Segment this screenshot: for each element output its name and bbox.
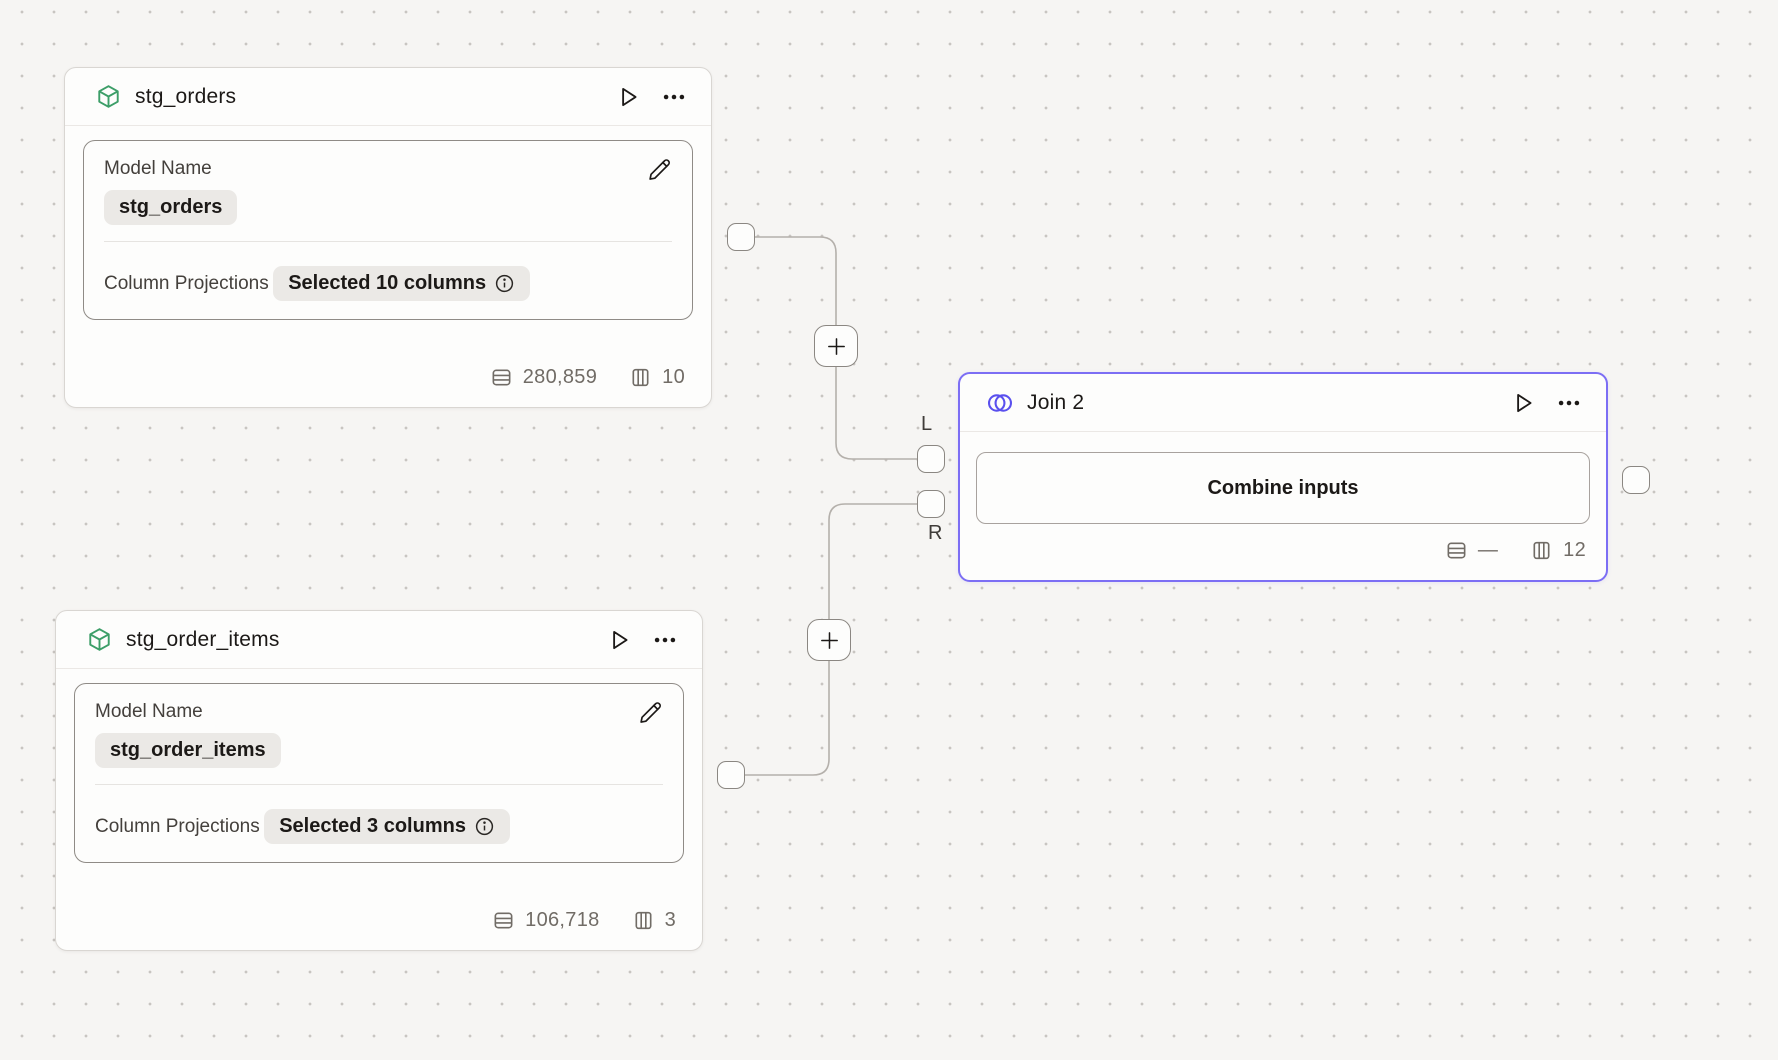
row-count: 280,859: [522, 365, 598, 388]
edit-model-name-button[interactable]: [638, 700, 663, 725]
output-port-stg-orders[interactable]: [727, 223, 755, 251]
column-projections-chip[interactable]: Selected 3 columns: [264, 809, 510, 844]
model-name-value: stg_order_items: [110, 739, 266, 761]
card-divider: [95, 784, 663, 785]
column-count-icon: [632, 909, 655, 932]
info-icon: [474, 816, 495, 837]
run-node-button[interactable]: [615, 84, 641, 110]
model-name-chip[interactable]: stg_order_items: [95, 733, 281, 768]
model-name-chip[interactable]: stg_orders: [104, 190, 238, 225]
node-stg-order-items[interactable]: stg_order_items Model Name st: [55, 610, 703, 951]
column-projections-value: Selected 3 columns: [279, 815, 466, 837]
node-title: stg_order_items: [126, 627, 280, 651]
add-node-on-edge-button[interactable]: [814, 325, 858, 367]
node-header: stg_orders: [65, 68, 711, 126]
edit-model-name-button[interactable]: [647, 157, 672, 182]
right-port-label: R: [928, 522, 943, 544]
node-menu-button[interactable]: [652, 627, 678, 653]
node-stats: 280,859 10: [83, 363, 693, 393]
column-count: 3: [664, 908, 676, 931]
model-name-value: stg_orders: [119, 196, 223, 218]
node-stg-orders[interactable]: stg_orders Model Name stg_ord: [64, 67, 712, 408]
row-count-icon: [492, 909, 515, 932]
column-projections-value: Selected 10 columns: [288, 272, 487, 294]
column-count: 10: [662, 365, 685, 388]
join-right-input-port[interactable]: [917, 490, 945, 518]
model-name-label: Model Name: [95, 701, 203, 722]
add-node-on-edge-button[interactable]: [807, 619, 851, 661]
node-stats: 106,718 3: [74, 906, 684, 936]
node-header: stg_order_items: [56, 611, 702, 669]
join-left-input-port[interactable]: [917, 445, 945, 473]
node-title: stg_orders: [135, 84, 237, 108]
node-header: Join 2: [960, 374, 1606, 432]
model-cube-icon: [95, 83, 122, 110]
row-count-icon: [1445, 539, 1468, 562]
node-config-card: Model Name stg_orders Column Projections…: [83, 140, 693, 320]
node-config-card: Model Name stg_order_items Column Projec…: [74, 683, 684, 863]
node-title: Join 2: [1027, 390, 1085, 414]
model-name-label: Model Name: [104, 158, 212, 179]
row-count: 106,718: [525, 908, 600, 931]
row-count-icon: [490, 366, 513, 389]
column-projections-chip[interactable]: Selected 10 columns: [273, 266, 531, 301]
row-count: —: [1477, 538, 1499, 561]
output-port-stg-order-items[interactable]: [717, 761, 745, 789]
column-count-icon: [629, 366, 652, 389]
join-icon: [986, 389, 1014, 417]
column-projections-label: Column Projections: [104, 273, 269, 294]
info-icon: [494, 273, 515, 294]
column-projections-label: Column Projections: [95, 816, 260, 837]
run-node-button[interactable]: [1510, 390, 1536, 416]
node-join-2[interactable]: Join 2 Combine inputs —: [958, 372, 1608, 582]
join-output-port[interactable]: [1622, 466, 1650, 494]
card-divider: [104, 241, 672, 242]
node-stats: — 12: [976, 536, 1590, 566]
combine-inputs-button[interactable]: Combine inputs: [976, 452, 1590, 524]
column-count: 12: [1563, 538, 1586, 561]
column-count-icon: [1530, 539, 1553, 562]
node-menu-button[interactable]: [661, 84, 687, 110]
run-node-button[interactable]: [606, 627, 632, 653]
model-cube-icon: [86, 626, 113, 653]
left-port-label: L: [921, 413, 933, 435]
node-menu-button[interactable]: [1556, 390, 1582, 416]
